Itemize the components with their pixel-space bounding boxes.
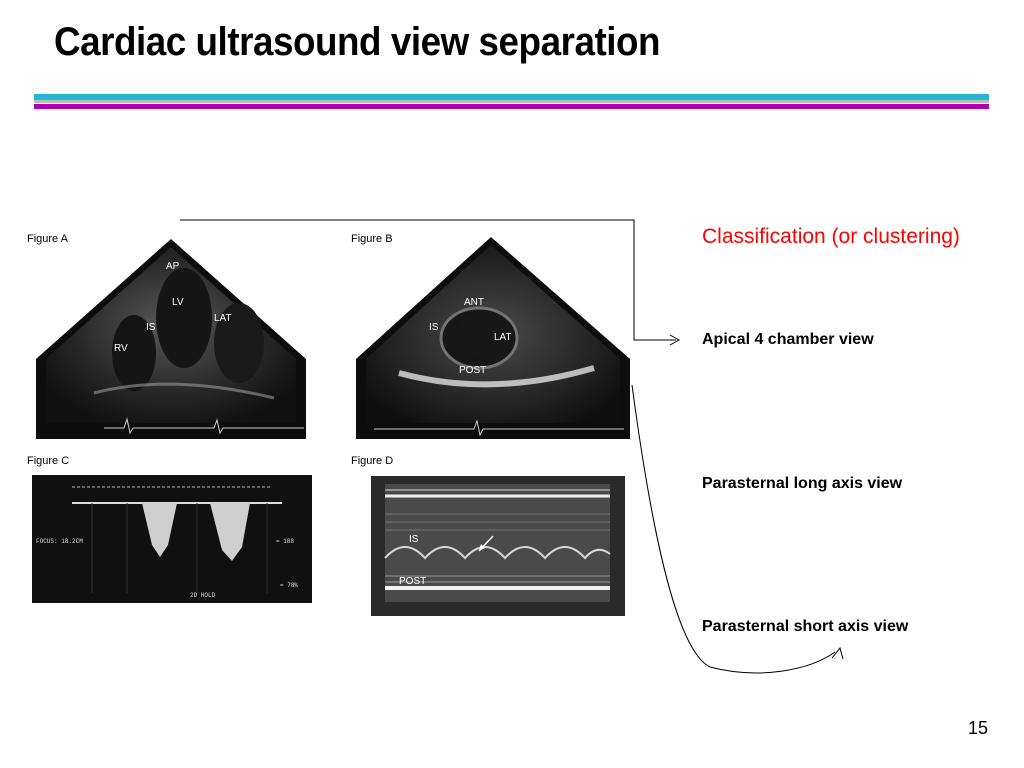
- view-label-parasternal-short-axis: Parasternal short axis view: [702, 618, 909, 635]
- figure-d-image: IS POST: [371, 476, 625, 616]
- classification-heading: Classification (or clustering): [702, 225, 960, 248]
- figure-b-annotation-post: POST: [459, 365, 486, 376]
- figure-c-annotation-focus: FOCUS: 18.2CM: [36, 538, 83, 545]
- title-rule-cyan: [34, 94, 989, 100]
- figure-d-annotation-post: POST: [399, 576, 426, 587]
- figure-c-annotation-scale: = 188: [276, 538, 294, 545]
- figure-a-annotation-lv: LV: [172, 297, 184, 308]
- view-label-parasternal-long-axis: Parasternal long axis view: [702, 475, 903, 492]
- figure-a-image: AP LV IS LAT RV: [36, 239, 306, 439]
- figure-b-annotation-is: IS: [429, 322, 439, 333]
- figure-b-image: ANT IS LAT POST: [356, 237, 630, 439]
- figure-a-annotation-is: IS: [146, 322, 156, 333]
- figure-a-annotation-ap: AP: [166, 261, 180, 272]
- figure-b-label: Figure B: [351, 233, 393, 245]
- figure-c-annotation-gain: = 78%: [280, 582, 298, 589]
- figure-a-annotation-lat: LAT: [214, 313, 232, 324]
- page-number: 15: [968, 718, 989, 738]
- figure-d-label: Figure D: [351, 455, 394, 467]
- figure-b-annotation-ant: ANT: [464, 297, 484, 308]
- slide-title: Cardiac ultrasound view separation: [54, 20, 661, 64]
- figure-c-annotation-hold: 2D HOLD: [190, 592, 216, 599]
- view-label-apical-4-chamber: Apical 4 chamber view: [702, 331, 874, 348]
- figure-c-image: FOCUS: 18.2CM = 188 2D HOLD = 78%: [32, 475, 312, 603]
- title-rule-purple: [34, 104, 989, 109]
- figure-a-annotation-rv: RV: [114, 343, 128, 354]
- figure-d-annotation-is: IS: [409, 534, 419, 545]
- figure-a-label: Figure A: [27, 233, 68, 245]
- title-rule-gray: [34, 100, 989, 103]
- figure-b-annotation-lat: LAT: [494, 332, 512, 343]
- figure-c-label: Figure C: [27, 455, 70, 467]
